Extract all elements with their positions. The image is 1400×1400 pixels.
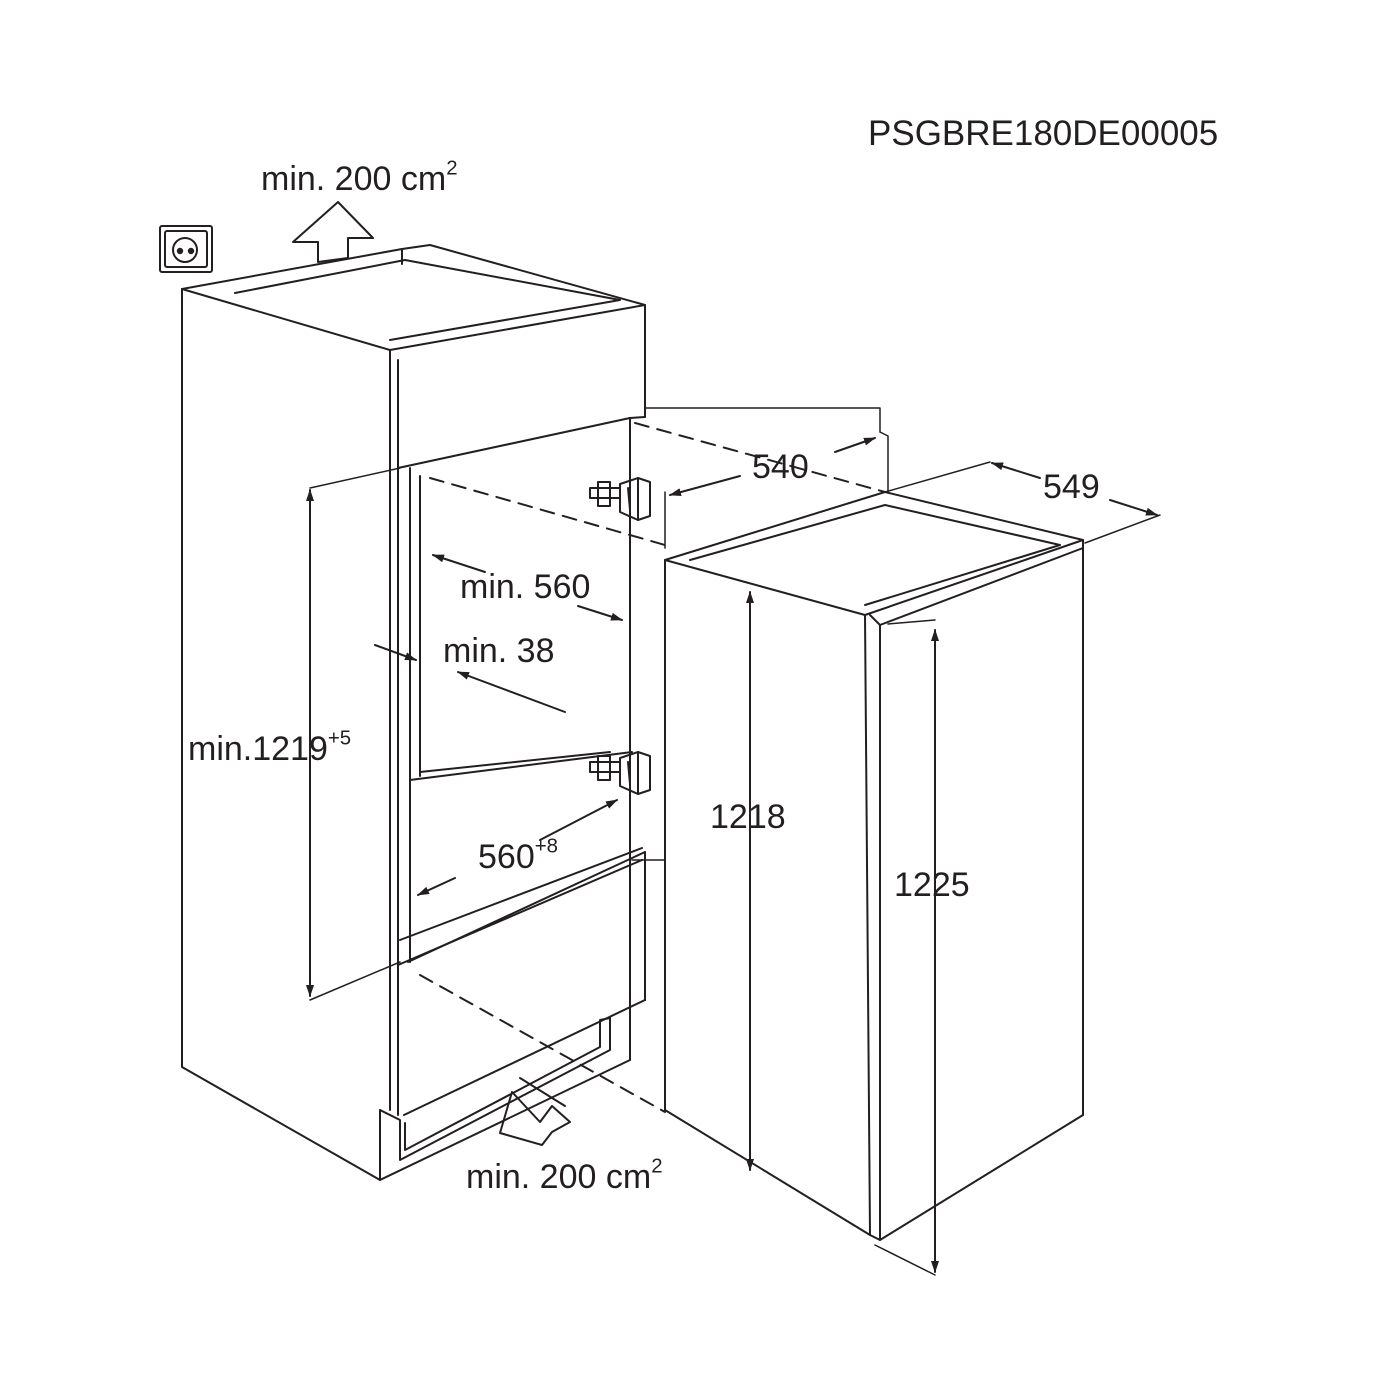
appliance-depth-label: 549 (1043, 468, 1100, 506)
appliance-width-arrow-left (669, 475, 741, 496)
appliance-depth-arrow-right (1109, 499, 1158, 516)
niche-depth-arrow-down (417, 877, 456, 896)
wall-thickness-arrow (374, 644, 417, 661)
hinge-icon (589, 477, 651, 521)
airflow-in-shaft (519, 1077, 566, 1107)
airflow-up-arrow-icon (292, 201, 374, 263)
drawing-code: PSGBRE180DE00005 (868, 114, 1219, 153)
overall-height-label: 1225 (894, 866, 970, 904)
niche-height-label: min.1219+5 (188, 727, 352, 768)
airflow-in-arrow-icon (499, 1091, 571, 1146)
niche-width-arrow-left (432, 554, 486, 573)
niche-width-label: min. 560 (460, 568, 591, 606)
appliance-width-label: 540 (752, 448, 809, 486)
extension-lines (309, 407, 1161, 1276)
vent-top-label: min. 200 cm2 (261, 157, 458, 198)
appliance-depth-arrow-left (991, 462, 1041, 479)
appliance-height-label: 1218 (710, 798, 786, 836)
vent-bottom-label: min. 200 cm2 (466, 1155, 663, 1196)
power-socket-icon (159, 225, 213, 273)
hinge-icon (589, 751, 651, 795)
wall-thickness-arrow-2 (457, 671, 566, 713)
dashed-guides (419, 422, 886, 1113)
niche-width-arrow-right (577, 605, 623, 621)
appliance-outline (664, 491, 1084, 1241)
dimension-arrows (306, 437, 1158, 1273)
cabinet-outline (181, 244, 646, 1181)
niche-depth-arrow-up (539, 799, 618, 841)
niche-depth-label: 560+8 (478, 835, 558, 876)
appliance-width-arrow-right (834, 437, 876, 453)
wall-thickness-label: min. 38 (443, 632, 555, 670)
